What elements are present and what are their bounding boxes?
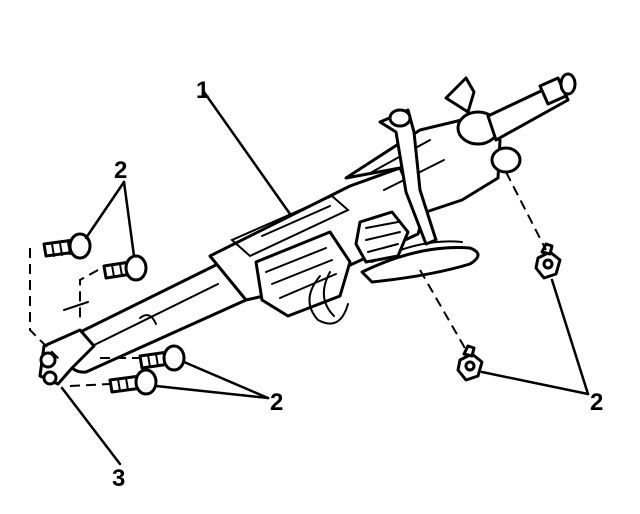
nut-right-lower: [456, 344, 484, 382]
bolt-upper-left-b: [102, 254, 148, 282]
steering-column: [58, 72, 577, 374]
bolt-upper-left-a: [42, 232, 92, 260]
bolt-lower-left-b: [108, 368, 158, 396]
callout-bolts-right: 2: [590, 389, 603, 416]
callout-steering-column: 1: [196, 77, 209, 104]
installation-lines: [29, 171, 547, 387]
bolt-lower-left-a: [138, 344, 186, 372]
nut-right-upper: [534, 242, 562, 280]
mounting-bracket: [38, 301, 96, 386]
callout-bracket: 3: [112, 465, 125, 492]
callout-bolts-lower-left: 2: [270, 389, 283, 416]
callout-bolt-upper-left: 2: [114, 157, 127, 184]
leader-lines: [60, 90, 590, 466]
